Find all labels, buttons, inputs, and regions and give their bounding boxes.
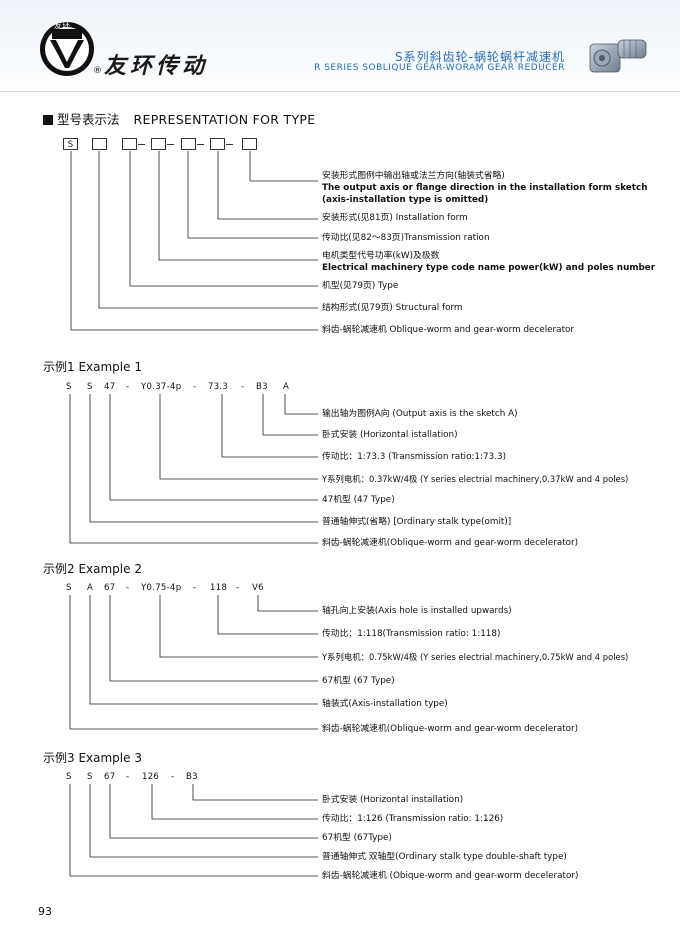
ex1-code: - [193,382,197,392]
brand-name: 友环传动 [104,53,209,79]
header-title-cn: S系列斜齿轮-蜗轮蜗杆减速机 [395,50,565,64]
ex3-code: - [126,772,130,782]
ex2-code: S [66,583,72,593]
registered-mark: ® [93,66,102,76]
rep-label-decelerator: 斜齿-蜗轮减速机 Oblique-worm and gear-worm dece… [322,325,575,335]
ex2-code: 118 [210,583,228,593]
section-title-cn: 型号表示法 [57,112,120,127]
rep-label-installation: 安装形式(见81页) Installation form [322,213,468,223]
logo-text: 友环 [54,21,71,30]
rep-label-direction-en2: (axis-installation type is omitted) [322,195,489,205]
code-box-ratio [181,138,196,150]
ex1-code: Y0.37-4p [141,382,182,392]
ex2-label: Y系列电机：0.75kW/4极 (Y series electrial mach… [322,652,629,662]
ex2-code: - [236,583,240,593]
rep-label-motor-cn: 电机类型代号功率(kW)及极数 [322,251,440,261]
section-title-en: REPRESENTATION FOR TYPE [133,112,316,127]
ex2-label: 斜齿-蜗轮减速机(Oblique-worm and gear-worm dece… [322,724,579,734]
rep-label-motor-en: Electrical machinery type code name powe… [322,263,656,273]
ex1-label: 普通轴伸式(省略) [Ordinary stalk type(omit)] [322,517,512,527]
ex3-code: S [87,772,93,782]
ex1-code: 47 [104,382,116,392]
code-box-direction [242,138,257,150]
rep-label-direction-en: The output axis or flange direction in t… [322,183,648,193]
ex2-code: 67 [104,583,116,593]
ex1-label: 传动比：1:73.3 (Transmission ratio:1:73.3) [322,452,507,462]
ex1-code: - [241,382,245,392]
page-header [0,0,680,92]
header-title-en: R SERIES SOBLIQUE GEAR-WORAM GEAR REDUCE… [314,63,565,73]
ex1-code: A [283,382,290,392]
code-dash [197,144,204,145]
ex2-label: 轴装式(Axis-installation type) [322,699,448,709]
section-title: 型号表示法 REPRESENTATION FOR TYPE [43,109,315,128]
rep-label-structure: 结构形式(见79页) Structural form [322,303,463,313]
ex1-label: 47机型 (47 Type) [322,495,395,505]
ex1-label: 卧式安装 (Horizontal istallation) [322,430,458,440]
ex3-label: 67机型 (67Type) [322,833,392,843]
code-box-installation [210,138,225,150]
ex1-code: S [66,382,72,392]
ex2-code: - [193,583,197,593]
gear-reducer-icon [589,39,647,73]
code-dash [138,144,145,145]
ex2-code: - [126,583,130,593]
ex3-label: 传动比：1:126 (Transmission ratio: 1:126) [322,814,504,824]
code-box-structure [92,138,107,150]
code-box-type [122,138,137,150]
code-box-s: S [63,138,78,150]
ex3-label: 斜齿-蜗轮减速机 (Obique-worm and gear-worm dece… [322,871,579,881]
ex1-label: 输出轴为图例A向 (Output axis is the sketch A) [322,409,518,419]
ex2-code: V6 [252,583,264,593]
example-2-title: 示例2 Example 2 [43,562,142,576]
ex2-label: 传动比：1:118(Transmission ratio: 1:118) [322,629,501,639]
company-logo-icon [40,22,94,76]
ex3-code: 67 [104,772,116,782]
rep-label-ratio: 传动比(见82～83页)Transmission ration [322,233,490,243]
example-1-title: 示例1 Example 1 [43,360,142,374]
ex1-label: 斜齿-蜗轮减速机(Oblique-worm and gear-worm dece… [322,538,579,548]
ex2-label: 轴孔向上安装(Axis hole is installed upwards) [322,606,512,616]
ex3-code: B3 [186,772,198,782]
ex3-code: - [171,772,175,782]
ex1-code: - [126,382,130,392]
ex1-code: B3 [256,382,268,392]
black-square-icon [43,115,53,125]
rep-label-direction-cn: 安装形式图例中输出轴或法兰方向(轴装式省略) [322,171,505,181]
example-3-title: 示例3 Example 3 [43,751,142,765]
code-dash [167,144,174,145]
ex2-code: Y0.75-4p [141,583,182,593]
header-rule [0,91,680,92]
ex1-code: S [87,382,93,392]
ex2-label: 67机型 (67 Type) [322,676,395,686]
ex3-code: S [66,772,72,782]
ex3-label: 卧式安装 (Horizontal installation) [322,795,464,805]
code-box-motor [151,138,166,150]
ex2-code: A [87,583,94,593]
ex1-code: 73.3 [208,382,229,392]
page-number: 93 [38,905,52,918]
ex1-label: Y系列电机：0.37kW/4极 (Y series electrial mach… [322,474,629,484]
ex3-code: 126 [142,772,160,782]
ex3-label: 普通轴伸式 双轴型(Ordinary stalk type double-sha… [322,852,567,862]
rep-label-type: 机型(见79页) Type [322,281,399,291]
code-dash [226,144,233,145]
